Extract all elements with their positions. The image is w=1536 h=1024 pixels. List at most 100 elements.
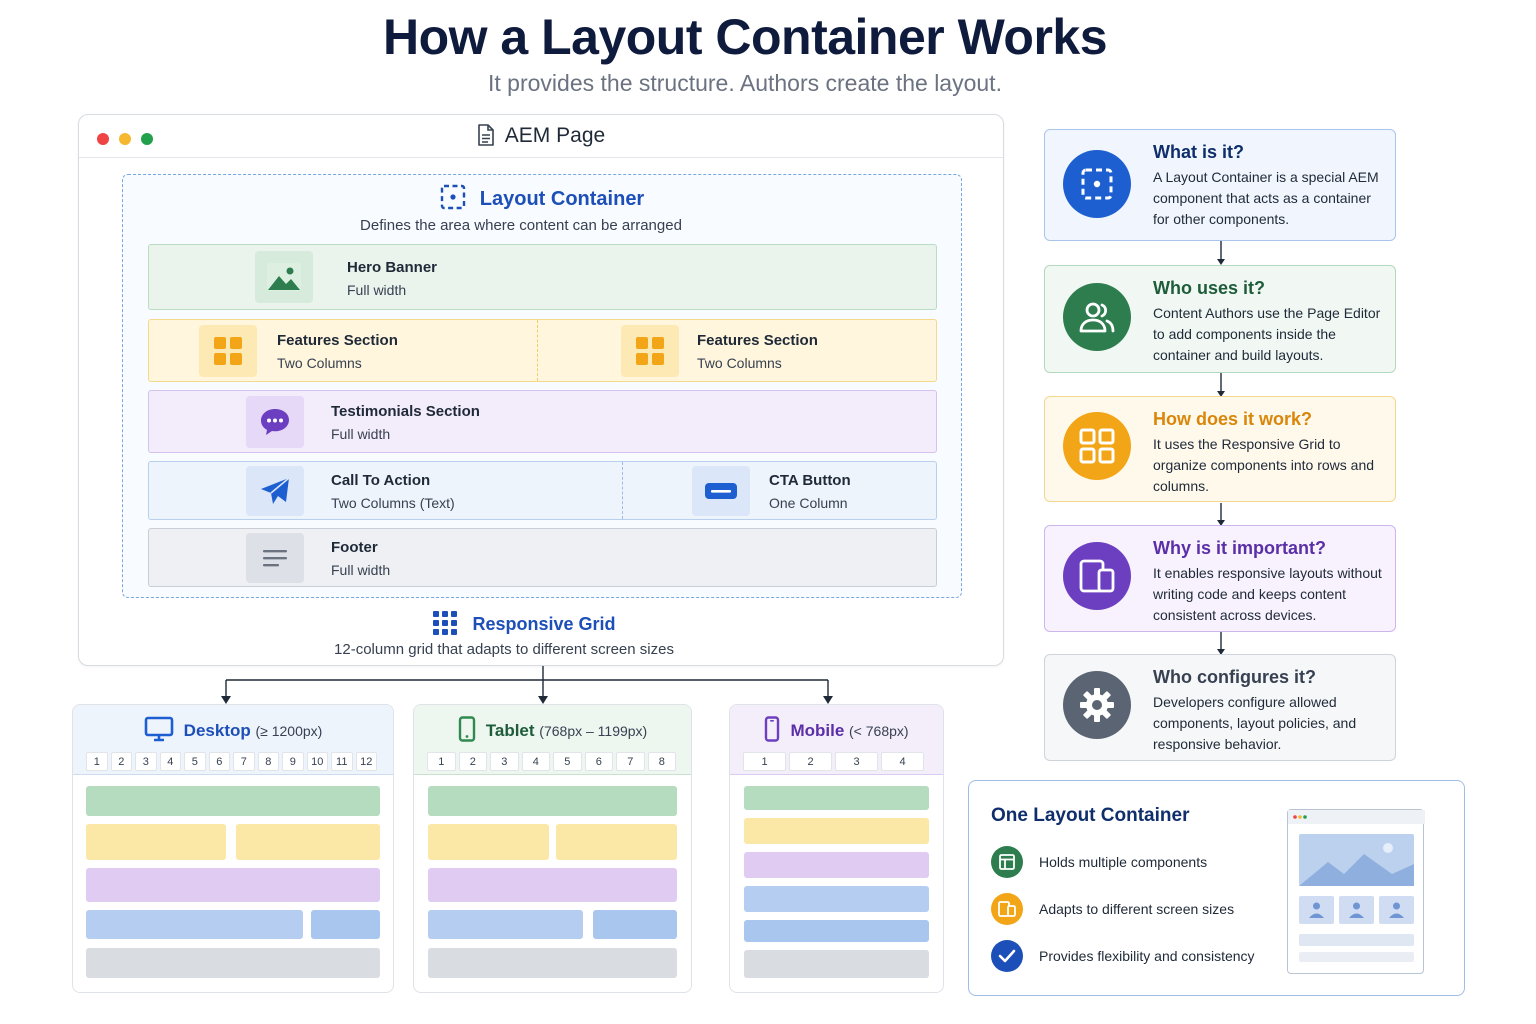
send-plane-icon: [261, 477, 290, 504]
column-number: 1: [427, 752, 456, 771]
layout-container-icon: [1063, 150, 1131, 218]
cta-button-title: CTA Button: [769, 472, 851, 489]
devices-icon: [991, 893, 1023, 925]
column-number: 3: [835, 752, 878, 771]
mini-page-illustration: [1287, 809, 1425, 974]
card-why-title: Why is it important?: [1153, 538, 1326, 558]
column-number: 4: [881, 752, 924, 771]
tablet-testimonials-block: [428, 868, 677, 902]
hero-banner-row: Hero Banner Full width: [148, 244, 937, 310]
summary-item: Provides flexibility and consistency: [991, 940, 1255, 972]
tablet-footer-block: [428, 948, 677, 978]
column-number: 10: [306, 752, 328, 771]
cta-sub: Two Columns (Text): [331, 495, 455, 511]
grid-squares-icon: [636, 337, 664, 365]
desktop-title: Desktop (≥ 1200px): [73, 716, 393, 742]
tablet-card: Tablet (768px – 1199px) 1 2 3 4 5 6 7 8: [413, 704, 692, 993]
cta-icon-box: [246, 466, 304, 516]
column-number: 6: [584, 752, 613, 771]
card-who-configures: Who configures it? Developers configure …: [1044, 654, 1396, 761]
column-number: 7: [233, 752, 255, 771]
layout-container-subtitle: Defines the area where content can be ar…: [360, 217, 682, 234]
document-icon: [477, 124, 494, 146]
footer-icon-box: [246, 533, 304, 583]
cta-column-divider: [622, 462, 623, 519]
summary-title: One Layout Container: [991, 805, 1190, 826]
card-config-desc: Developers configure allowed components,…: [1153, 694, 1357, 752]
features-left-title: Features Section: [277, 332, 398, 349]
features-left-sub: Two Columns: [277, 355, 362, 371]
cta-button-sub: One Column: [769, 495, 848, 511]
column-number: 4: [159, 752, 181, 771]
users-icon: [1063, 283, 1131, 351]
features-right-sub: Two Columns: [697, 355, 782, 371]
mobile-phone-icon: [765, 716, 780, 742]
desktop-card: Desktop (≥ 1200px) 1 2 3 4 5 6 7 8 9 10 …: [72, 704, 394, 993]
card-what-title: What is it?: [1153, 142, 1244, 162]
mobile-testimonials-block: [744, 852, 929, 878]
summary-item: Adapts to different screen sizes: [991, 893, 1234, 925]
mobile-footer-block: [744, 950, 929, 978]
chat-bubble-icon: [261, 409, 289, 435]
desktop-hero-block: [86, 786, 380, 816]
features-column-divider: [537, 320, 538, 381]
close-dot-icon: [97, 133, 109, 145]
tablet-cta-button-block: [593, 910, 677, 939]
desktop-features-block-left: [86, 824, 226, 860]
column-number: 1: [743, 752, 786, 771]
testimonials-icon-box: [246, 396, 304, 448]
mobile-hero-block: [744, 786, 929, 810]
button-icon: [705, 483, 737, 499]
footer-row: Footer Full width: [148, 528, 937, 587]
hero-title: Hero Banner: [347, 259, 438, 276]
responsive-grid-title: Responsive Grid: [79, 610, 969, 636]
page-layout-illustration: [1288, 810, 1425, 962]
footer-sub: Full width: [331, 562, 391, 578]
card-how-does-it-work: How does it work? It uses the Responsive…: [1044, 396, 1396, 502]
card-what-desc: A Layout Container is a special AEM comp…: [1153, 169, 1379, 227]
tablet-icon: [458, 716, 475, 742]
card-what-is-it: What is it? A Layout Container is a spec…: [1044, 129, 1396, 241]
tablet-title: Tablet (768px – 1199px): [414, 716, 691, 742]
column-number: 2: [458, 752, 487, 771]
tablet-hero-block: [428, 786, 677, 816]
column-number: 2: [110, 752, 132, 771]
hero-icon-box: [255, 251, 313, 303]
card-who-title: Who uses it?: [1153, 278, 1265, 298]
cta-title: Call To Action: [331, 472, 431, 489]
page-title: How a Layout Container Works: [382, 9, 1108, 65]
grid-dots-icon: [433, 611, 458, 635]
gear-icon: [1063, 671, 1131, 739]
column-number: 5: [184, 752, 206, 771]
check-icon: [991, 940, 1023, 972]
desktop-cta-block: [86, 910, 303, 939]
mobile-cta-button-block: [744, 920, 929, 942]
column-number: 7: [616, 752, 645, 771]
column-number: 3: [135, 752, 157, 771]
aem-page-window: AEM Page Layout Container Defines the ar…: [78, 114, 1004, 666]
column-number: 1: [86, 752, 108, 771]
column-number: 12: [355, 752, 377, 771]
summary-box: One Layout Container Holds multiple comp…: [968, 780, 1465, 996]
maximize-dot-icon: [141, 133, 153, 145]
components-icon: [991, 846, 1023, 878]
card-why-desc: It enables responsive layouts without wr…: [1153, 565, 1382, 623]
cta-row: Call To Action Two Columns (Text) CTA Bu…: [148, 461, 937, 520]
lines-icon: [263, 550, 287, 567]
card-who-uses-it: Who uses it? Content Authors use the Pag…: [1044, 265, 1396, 373]
desktop-footer-block: [86, 948, 380, 978]
mobile-title: Mobile (< 768px): [730, 716, 943, 742]
mobile-card: Mobile (< 768px) 1 2 3 4: [729, 704, 944, 993]
column-number: 9: [282, 752, 304, 771]
image-icon: [267, 263, 301, 291]
column-number: 11: [331, 752, 353, 771]
column-number: 8: [257, 752, 279, 771]
layout-container-icon: [440, 184, 465, 210]
testimonials-title: Testimonials Section: [331, 403, 480, 420]
tablet-columns: 1 2 3 4 5 6 7 8: [427, 752, 676, 771]
browser-title-bar: AEM Page: [79, 115, 1003, 158]
mobile-cta-block: [744, 886, 929, 912]
desktop-testimonials-block: [86, 868, 380, 902]
minimize-dot-icon: [119, 133, 131, 145]
